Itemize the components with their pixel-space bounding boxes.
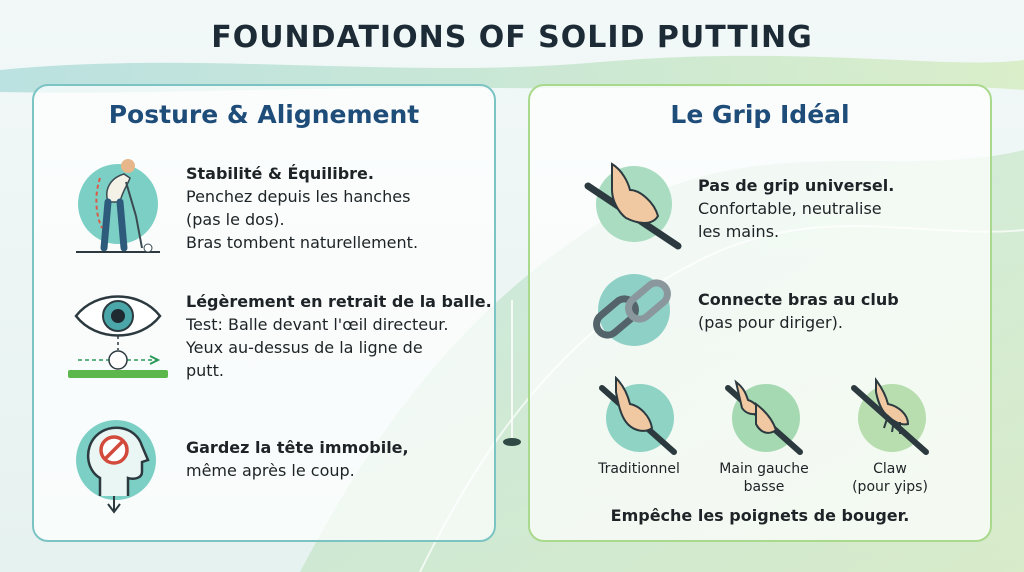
posture-item-ball-position: Légèrement en retrait de la balle. Test:…: [186, 292, 492, 380]
posture-item-still-head: Gardez la tête immobile, même après le c…: [186, 438, 409, 480]
eye-over-ball-icon: [68, 295, 168, 378]
grip-heading: Le Grip Idéal: [670, 100, 850, 129]
posture-panel: Posture & Alignement Stabilité & Équilib…: [32, 84, 496, 542]
chain-link-icon: [593, 274, 671, 346]
claw-grip-icon: [851, 376, 929, 455]
left-hand-low-grip-icon: [725, 379, 803, 455]
posture-heading: Posture & Alignement: [108, 100, 420, 129]
grip-item-universal: Pas de grip universel. Confortable, neut…: [698, 176, 895, 241]
posture-item-stability: Stabilité & Équilibre. Penchez depuis le…: [186, 164, 419, 252]
page-title: FOUNDATIONS OF SOLID PUTTING: [211, 20, 813, 55]
grip-label-claw: Claw (pour yips): [852, 461, 928, 495]
still-head-icon: [76, 420, 156, 514]
traditional-grip-icon: [599, 376, 677, 455]
grip-label-traditional: Traditionnel: [598, 461, 680, 477]
grip-footer: Empêche les poignets de bouger.: [610, 506, 910, 525]
grip-label-left-hand-low: Main gauche basse: [719, 461, 809, 495]
hand-grip-icon: [584, 162, 682, 250]
grip-panel: Le Grip Idéal Pas de grip universel. Con…: [528, 84, 992, 542]
grip-item-connect: Connecte bras au club (pas pour diriger)…: [698, 290, 899, 332]
golfer-stance-icon: [76, 159, 160, 253]
